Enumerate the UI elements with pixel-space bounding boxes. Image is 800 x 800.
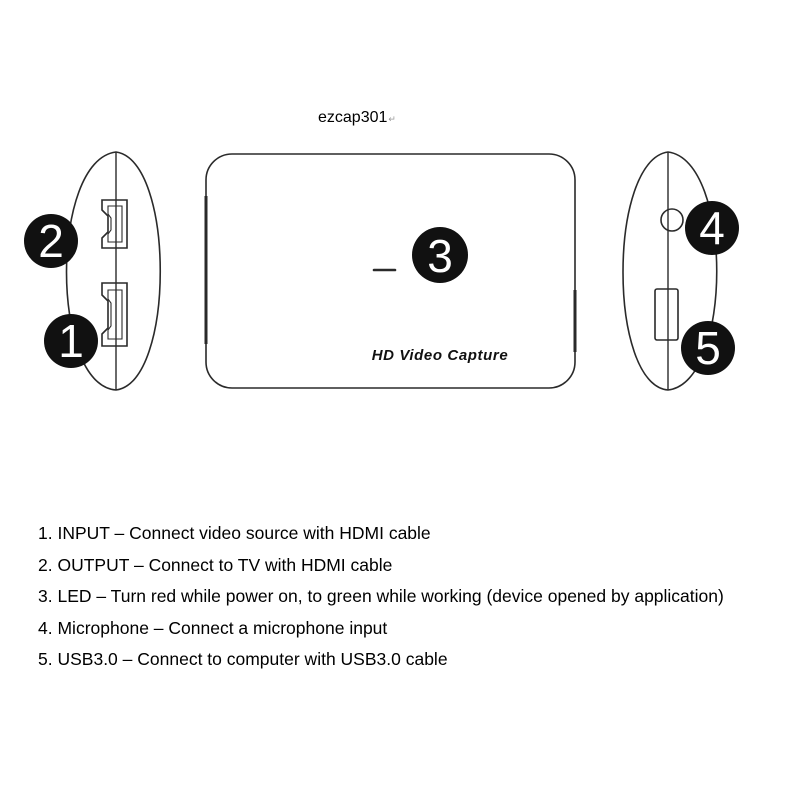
callout-5-circle — [681, 321, 735, 375]
callout-3-circle — [412, 227, 468, 283]
callout-4-circle — [685, 201, 739, 255]
paragraph-return-mark: ↵ — [388, 114, 396, 124]
legend-item-usb3: 5. USB3.0 – Connect to computer with USB… — [38, 644, 724, 676]
callout-2-circle — [24, 214, 78, 268]
legend-item-number: 4. — [38, 617, 53, 638]
legend-item-text: Microphone – Connect a microphone input — [57, 617, 388, 638]
device-front-label: HD Video Capture — [372, 347, 509, 364]
legend-item-text: LED – Turn red while power on, to green … — [57, 586, 724, 606]
model-title: ezcap301↵ — [318, 109, 396, 127]
device-diagram: HD Video Capture 2 1 3 4 5 — [24, 151, 739, 391]
callout-4: 4 — [685, 201, 739, 255]
callout-3-number: 3 — [427, 230, 453, 282]
callout-1-number: 1 — [58, 315, 84, 367]
callout-1: 1 — [44, 314, 98, 368]
legend-item-text: OUTPUT – Connect to TV with HDMI cable — [57, 554, 393, 575]
legend-item-led: 3. LED – Turn red while power on, to gre… — [38, 581, 724, 613]
legend-item-number: 2. — [38, 554, 53, 575]
callout-4-number: 4 — [699, 202, 725, 254]
left-side-view — [65, 151, 161, 391]
hdmi-input-port-icon — [101, 282, 128, 347]
callout-2: 2 — [24, 214, 78, 268]
callout-1-circle — [44, 314, 98, 368]
microphone-jack-icon — [660, 208, 684, 232]
port-legend: 1. INPUT – Connect video source with HDM… — [38, 518, 724, 676]
legend-item-number: 1. — [38, 523, 53, 543]
legend-item-number: 5. — [38, 649, 53, 669]
hdmi-output-port-icon — [101, 199, 128, 249]
legend-item-text: INPUT – Connect video source with HDMI c… — [57, 523, 431, 543]
front-view — [204, 153, 577, 389]
legend-item-number: 3. — [38, 586, 53, 606]
legend-item-input: 1. INPUT – Connect video source with HDM… — [38, 518, 724, 550]
legend-item-output: 2. OUTPUT – Connect to TV with HDMI cabl… — [38, 550, 724, 582]
usb3-port-icon — [654, 288, 679, 341]
model-name: ezcap301 — [318, 109, 388, 126]
callout-2-number: 2 — [38, 215, 64, 267]
callout-5-number: 5 — [695, 322, 721, 374]
legend-item-microphone: 4. Microphone – Connect a microphone inp… — [38, 613, 724, 645]
callout-5: 5 — [681, 321, 735, 375]
callout-3: 3 — [412, 227, 468, 283]
legend-item-text: USB3.0 – Connect to computer with USB3.0… — [57, 649, 448, 669]
